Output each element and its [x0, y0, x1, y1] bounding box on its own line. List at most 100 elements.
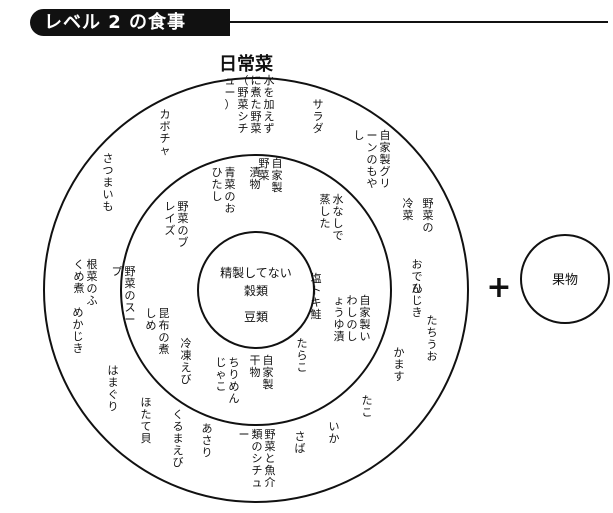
- svg-text:ひ: ひ: [412, 282, 423, 295]
- svg-text:家: 家: [272, 168, 283, 182]
- svg-text:め: め: [74, 270, 85, 283]
- svg-text:野: 野: [423, 197, 434, 210]
- svg-text:）: ）: [225, 98, 236, 111]
- svg-text:製: 製: [360, 317, 371, 331]
- svg-text:ラ: ラ: [313, 110, 324, 123]
- svg-text:煮: 煮: [159, 343, 170, 356]
- svg-text:び: び: [181, 373, 192, 386]
- svg-text:わ: わ: [347, 294, 358, 307]
- svg-text:加: 加: [264, 98, 275, 111]
- fruit-label: 果物: [552, 273, 578, 288]
- svg-text:く: く: [173, 408, 184, 421]
- center-text-3: 豆類: [244, 310, 268, 324]
- svg-text:を: を: [264, 86, 275, 99]
- outer-ring-item: おでん: [412, 258, 423, 295]
- svg-text:の: の: [423, 221, 434, 234]
- svg-text:ち: ち: [229, 356, 240, 369]
- svg-text:シ: シ: [238, 110, 249, 123]
- svg-text:た: た: [212, 178, 223, 191]
- svg-text:ス: ス: [125, 301, 136, 314]
- svg-text:お: お: [225, 202, 236, 215]
- svg-text:か: か: [394, 346, 405, 359]
- svg-text:ー: ー: [367, 129, 378, 142]
- svg-text:た: た: [362, 394, 373, 407]
- svg-text:菜: 菜: [178, 212, 189, 225]
- svg-text:ズ: ズ: [165, 223, 176, 237]
- svg-text:ず: ず: [264, 122, 275, 135]
- svg-text:製: 製: [272, 180, 283, 194]
- diagram-title: 日常菜: [219, 54, 273, 75]
- svg-text:は: は: [108, 364, 119, 377]
- svg-text:ャ: ャ: [160, 144, 171, 157]
- svg-text:や: や: [367, 177, 378, 190]
- svg-text:ボ: ボ: [160, 120, 171, 133]
- svg-text:菜: 菜: [251, 122, 262, 135]
- svg-text:サ: サ: [313, 98, 324, 111]
- svg-text:ん: ん: [412, 282, 423, 295]
- svg-text:冷: 冷: [403, 197, 414, 210]
- svg-text:野: 野: [125, 265, 136, 278]
- svg-text:く: く: [74, 258, 85, 271]
- svg-text:ま: ま: [394, 358, 405, 371]
- inner-circle: [197, 231, 315, 349]
- svg-text:あ: あ: [202, 422, 213, 435]
- svg-text:き: き: [412, 306, 423, 319]
- svg-text:え: え: [264, 110, 275, 123]
- svg-text:自: 自: [380, 129, 391, 142]
- svg-text:り: り: [229, 368, 240, 381]
- svg-text:水: 水: [333, 193, 344, 206]
- svg-text:カ: カ: [160, 108, 171, 121]
- svg-text:家: 家: [263, 365, 274, 379]
- svg-text:チ: チ: [160, 132, 171, 145]
- svg-text:布: 布: [159, 319, 170, 332]
- svg-text:で: で: [412, 270, 423, 283]
- svg-text:で: で: [333, 229, 344, 242]
- svg-text:か: か: [73, 318, 84, 331]
- svg-text:ほ: ほ: [141, 396, 152, 409]
- svg-text:製: 製: [263, 377, 274, 391]
- svg-text:鮭: 鮭: [311, 307, 322, 321]
- svg-text:介: 介: [265, 476, 276, 489]
- svg-text:菜: 菜: [225, 178, 236, 191]
- svg-text:こ: こ: [297, 361, 308, 374]
- svg-text:さ: さ: [103, 152, 114, 165]
- svg-text:た: た: [427, 314, 438, 327]
- svg-text:し: し: [347, 306, 358, 319]
- svg-text:ゃ: ゃ: [216, 368, 227, 381]
- svg-text:し: し: [347, 330, 358, 343]
- svg-text:の: の: [159, 331, 170, 344]
- middle-ring-item: たらこ: [297, 337, 308, 374]
- svg-text:た: た: [251, 98, 262, 111]
- svg-text:た: た: [320, 217, 331, 230]
- svg-text:リ: リ: [380, 177, 391, 190]
- svg-text:い: い: [103, 188, 114, 201]
- svg-text:ゆ: ゆ: [334, 318, 345, 331]
- svg-text:め: め: [229, 380, 240, 393]
- svg-text:ま: ま: [173, 432, 184, 445]
- svg-text:凍: 凍: [181, 349, 192, 362]
- svg-text:ば: ば: [295, 442, 306, 455]
- svg-text:も: も: [103, 200, 114, 213]
- svg-text:菜: 菜: [238, 98, 249, 111]
- svg-text:た: た: [141, 408, 152, 421]
- svg-text:の: の: [367, 153, 378, 166]
- svg-text:の: の: [178, 224, 189, 237]
- svg-text:物: 物: [250, 177, 261, 191]
- svg-text:野: 野: [178, 200, 189, 213]
- outer-ring-item: ひじき: [412, 282, 423, 319]
- svg-text:レ: レ: [165, 200, 176, 213]
- svg-text:し: し: [320, 205, 331, 218]
- svg-text:物: 物: [250, 365, 261, 379]
- svg-text:ふ: ふ: [87, 294, 98, 307]
- svg-text:か: か: [329, 432, 340, 445]
- svg-text:じ: じ: [216, 356, 227, 369]
